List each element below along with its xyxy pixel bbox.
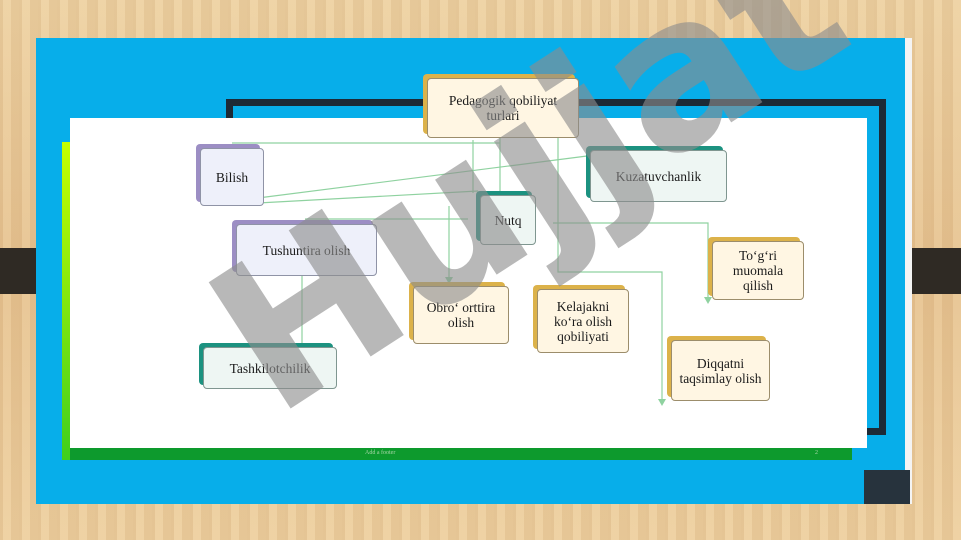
root-node-label: Pedagogik qobiliyat turlari: [448, 93, 558, 123]
node-kelajakni: Kelajakni ko‘ra olish qobiliyati: [537, 289, 629, 353]
connector-line: [257, 155, 588, 199]
connector-line: [257, 190, 479, 204]
node-bilish-label: Bilish: [215, 169, 249, 185]
slide-corner-block: [864, 470, 910, 504]
arrow-head: [704, 297, 712, 304]
node-bilish: Bilish: [200, 148, 264, 206]
node-diqqatni-label: Diqqatni taqsimlay olish: [679, 355, 762, 386]
node-tashkilotchilik: Tashkilotchilik: [203, 347, 337, 389]
arrow-head: [658, 399, 666, 406]
slide-footer: Add a footer 2: [70, 448, 852, 460]
node-diqqatni: Diqqatni taqsimlay olish: [671, 340, 770, 401]
node-tashkilotchilik-label: Tashkilotchilik: [229, 360, 311, 376]
node-togri-muomala: To‘g‘ri muomala qilish: [712, 241, 804, 300]
root-node: Pedagogik qobiliyat turlari: [427, 78, 579, 138]
slide-edge: [905, 38, 912, 504]
node-obro-orttira: Obro‘ orttira olish: [413, 286, 509, 344]
connector-line: [553, 222, 709, 300]
footer-text: Add a footer: [365, 450, 396, 456]
arrow-head: [445, 277, 453, 284]
node-tushuntira-olish: Tushuntira olish: [236, 224, 377, 276]
node-nutq-label: Nutq: [494, 212, 522, 228]
node-nutq: Nutq: [480, 195, 536, 245]
slide-number: 2: [815, 450, 818, 456]
node-kelajakni-label: Kelajakni ko‘ra olish qobiliyati: [553, 298, 613, 344]
node-kuzatuvchanlik-label: Kuzatuvchanlik: [615, 168, 702, 184]
connector-line: [557, 130, 663, 402]
node-togri-muomala-label: To‘g‘ri muomala qilish: [732, 248, 784, 293]
node-obro-orttira-label: Obro‘ orttira olish: [426, 300, 496, 330]
node-tushuntira-olish-label: Tushuntira olish: [262, 242, 351, 258]
node-kuzatuvchanlik: Kuzatuvchanlik: [590, 150, 727, 202]
green-frame-accent: [62, 142, 70, 460]
